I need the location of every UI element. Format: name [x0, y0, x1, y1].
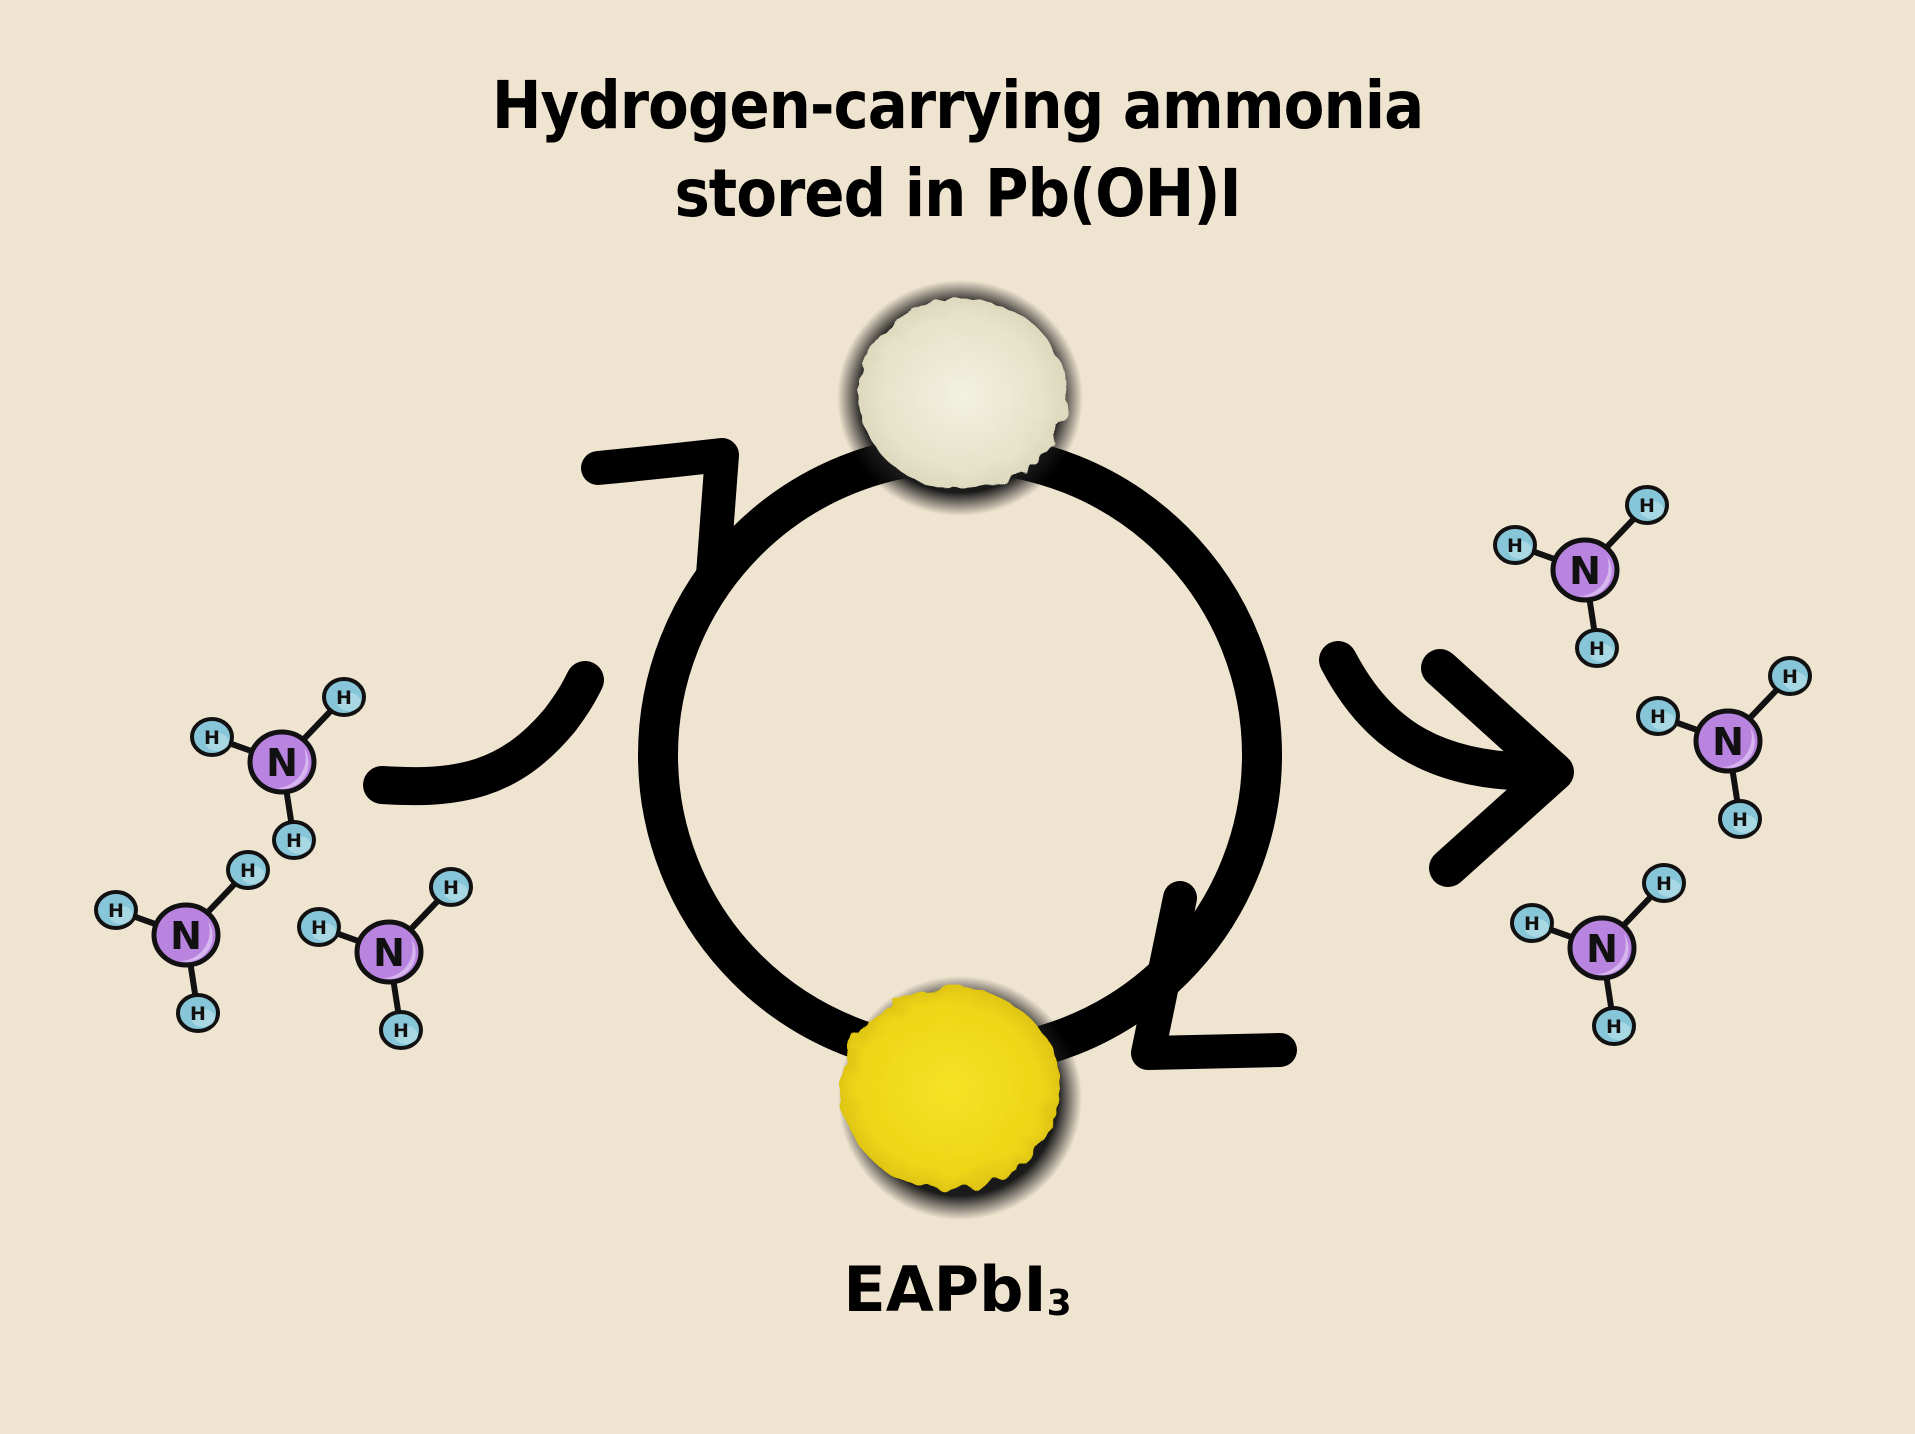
hydrogen-label: H: [443, 877, 459, 899]
hydrogen-label: H: [393, 1020, 409, 1042]
nitrogen-atom: N: [247, 729, 317, 795]
hydrogen-label: H: [190, 1003, 206, 1025]
hydrogen-atom: H: [1718, 799, 1762, 839]
hydrogen-label: H: [1524, 913, 1540, 935]
hydrogen-atom: H: [1625, 485, 1669, 525]
hydrogen-atom: H: [1575, 628, 1619, 668]
hydrogen-atom: H: [1592, 1006, 1636, 1046]
hydrogen-atom: H: [429, 867, 473, 907]
hydrogen-atom: H: [1636, 696, 1680, 736]
powder-bottom-eapbi3: [838, 976, 1082, 1220]
ammonia-molecule-right-3: H H H N: [1510, 863, 1686, 1046]
eapbi3-label-main: EAPbI: [843, 1253, 1047, 1326]
hydrogen-atom: H: [1642, 863, 1686, 903]
nitrogen-atom: N: [1693, 708, 1763, 774]
output-arrowhead: [1421, 649, 1574, 887]
hydrogen-label: H: [1656, 873, 1672, 895]
hydrogen-atom: H: [190, 717, 234, 757]
hydrogen-atom: H: [1493, 525, 1537, 565]
nitrogen-label: N: [1586, 927, 1618, 971]
output-arrow-curve: [1319, 641, 1559, 791]
hydrogen-atom: H: [322, 677, 366, 717]
ammonia-molecule-left-3: H H H N: [297, 867, 473, 1050]
hydrogen-label: H: [311, 917, 327, 939]
eapbi3-label: EAPbI3: [0, 1253, 1915, 1326]
diagram-title: Hydrogen-carrying ammonia stored in Pb(O…: [0, 62, 1915, 238]
ammonia-molecule-right-2: H H H N: [1636, 656, 1812, 839]
hydrogen-label: H: [240, 860, 256, 882]
hydrogen-label: H: [1606, 1016, 1622, 1038]
nitrogen-atom: N: [151, 902, 221, 968]
ammonia-molecules: H H H N H H H N H H H N H H H N H H H N H H H N: [94, 485, 1812, 1050]
hydrogen-atom: H: [176, 993, 220, 1033]
hydrogen-label: H: [1639, 495, 1655, 517]
ammonia-molecule-left-1: H H H N: [190, 677, 366, 860]
eapbi3-label-subscript: 3: [1046, 1283, 1072, 1324]
hydrogen-label: H: [1650, 706, 1666, 728]
hydrogen-atom: H: [1768, 656, 1812, 696]
hydrogen-atom: H: [297, 907, 341, 947]
nitrogen-label: N: [373, 931, 405, 975]
powder-top-pbohi: [837, 280, 1083, 516]
ammonia-molecule-right-1: H H H N: [1493, 485, 1669, 668]
arrowhead-up: [581, 438, 739, 605]
hydrogen-label: H: [1589, 638, 1605, 660]
hydrogen-atom: H: [1510, 903, 1554, 943]
ring-gap-bottom: [1107, 1055, 1131, 1079]
hydrogen-atom: H: [379, 1010, 423, 1050]
ammonia-molecule-left-2: H H H N: [94, 850, 270, 1033]
nitrogen-label: N: [266, 741, 298, 785]
nitrogen-atom: N: [1567, 915, 1637, 981]
hydrogen-atom: H: [226, 850, 270, 890]
hydrogen-label: H: [1732, 809, 1748, 831]
nitrogen-atom: N: [354, 919, 424, 985]
input-arrow: [363, 661, 604, 806]
hydrogen-atom: H: [94, 890, 138, 930]
nitrogen-label: N: [1569, 549, 1601, 593]
nitrogen-label: N: [170, 914, 202, 958]
arrowhead-down: [1131, 881, 1297, 1070]
hydrogen-label: H: [108, 900, 124, 922]
nitrogen-label: N: [1712, 720, 1744, 764]
hydrogen-label: H: [1782, 666, 1798, 688]
hydrogen-atom: H: [272, 820, 316, 860]
title-line-1: Hydrogen-carrying ammonia: [491, 67, 1424, 144]
hydrogen-label: H: [204, 727, 220, 749]
nitrogen-atom: N: [1550, 537, 1620, 603]
hydrogen-label: H: [336, 687, 352, 709]
hydrogen-label: H: [1507, 535, 1523, 557]
hydrogen-label: H: [286, 830, 302, 852]
title-line-2: stored in Pb(OH)I: [674, 155, 1241, 232]
